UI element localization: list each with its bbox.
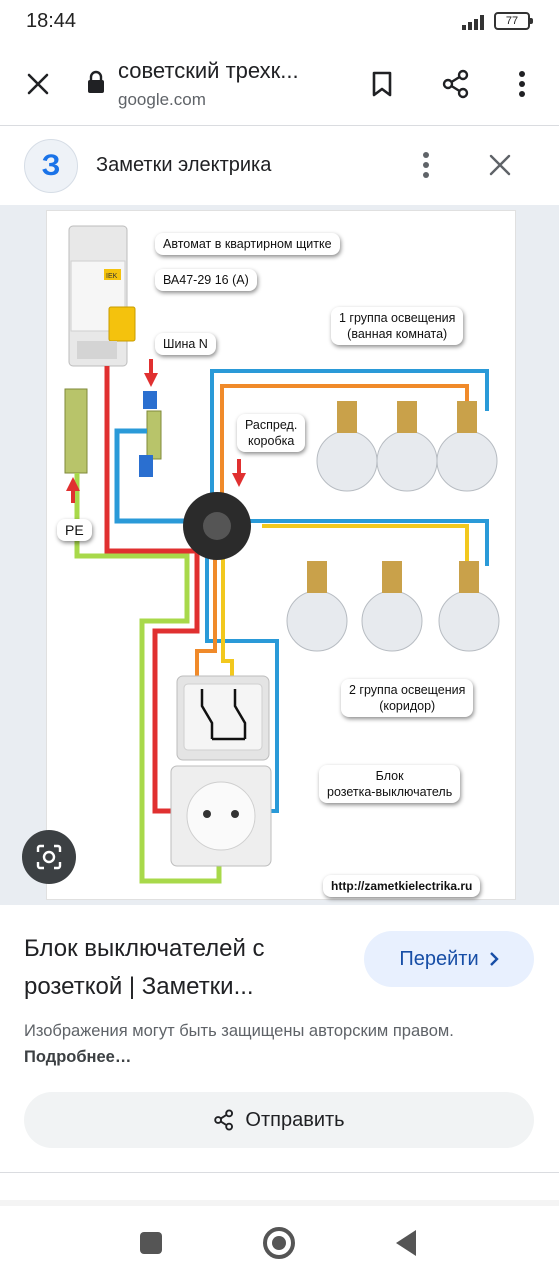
breaker-model-label: ВА47-29 16 (А) [155,269,257,291]
bulb-group-1 [316,401,498,492]
close-button[interactable] [18,64,58,104]
visit-button-label: Перейти [399,947,479,970]
block-label-line1: Блок [375,769,404,783]
signal-icon [462,15,484,30]
page-title[interactable]: советский трехк... [118,58,299,83]
switch-graphic [176,675,270,761]
bookmark-icon [372,71,392,97]
system-nav-bar [0,1206,559,1280]
share-icon [214,1109,234,1131]
status-bar: 18:44 77 [0,0,559,44]
socket-graphic [170,765,272,867]
pe-label: PE [57,519,92,541]
source-avatar[interactable]: З [24,139,78,193]
home-button[interactable] [263,1227,295,1259]
divider [0,1200,559,1206]
group1-label-line1: 1 группа освещения [339,311,456,325]
lens-button[interactable] [22,830,76,884]
group1-label-line2: (ванная комната) [347,327,448,341]
group2-label-line1: 2 группа освещения [349,683,466,697]
learn-more-link[interactable]: Подробнее… [24,1048,132,1066]
source-close-button[interactable] [480,145,520,185]
source-more-button[interactable] [406,145,446,185]
junction-label-line1: Распред. [245,418,298,432]
copyright-text: Изображения могут быть защищены авторски… [24,1022,454,1040]
lock-icon [88,70,104,93]
share-button[interactable] [436,64,476,104]
back-button[interactable] [396,1230,416,1256]
block-label-line2: розетка-выключатель [327,785,453,799]
image-preview[interactable]: IEK [0,205,559,905]
junction-box-label: Распред. коробка [237,414,306,452]
breaker-brand: IEK [106,273,118,280]
breaker-graphic: IEK [68,225,136,367]
more-vert-icon [519,71,525,97]
visit-button[interactable]: Перейти [364,931,534,987]
source-header: З Заметки электрика [0,127,559,205]
status-time: 18:44 [26,10,77,32]
lens-icon [36,844,62,870]
close-icon [27,73,49,95]
overflow-menu-button[interactable] [502,64,542,104]
url-domain[interactable]: google.com [118,90,206,109]
breaker-label: Автомат в квартирном щитке [155,233,340,255]
chevron-right-icon [489,952,499,966]
bulb-group-2 [286,561,500,652]
group2-label: 2 группа освещения (коридор) [341,679,474,717]
wiring-diagram-graphic: IEK [64,225,500,884]
junction-label-line2: коробка [247,434,295,448]
wiring-diagram: IEK [46,210,516,900]
source-name[interactable]: Заметки электрика [96,154,272,176]
result-title[interactable]: Блок выключателей с розеткой | Заметки..… [24,935,265,1000]
bus-n-label: Шина N [155,333,216,355]
send-button[interactable]: Отправить [24,1092,534,1148]
divider [0,1172,559,1173]
bookmark-button[interactable] [362,64,402,104]
watermark-label: http://zametkielectrika.ru [323,875,481,897]
copyright-notice: Изображения могут быть защищены авторски… [24,1018,534,1070]
recents-button[interactable] [140,1232,162,1254]
battery-level: 77 [505,15,519,27]
browser-toolbar: советский трехк... google.com [0,44,559,126]
block-label: Блок розетка-выключатель [319,765,461,803]
share-icon [442,69,469,99]
source-avatar-glyph: З [41,149,61,182]
send-button-label: Отправить [245,1108,345,1131]
close-icon [489,154,511,176]
battery-icon: 77 [494,12,533,30]
group1-label: 1 группа освещения (ванная комната) [331,307,464,345]
more-vert-icon [423,152,429,178]
group2-label-line2: (коридор) [379,699,436,713]
